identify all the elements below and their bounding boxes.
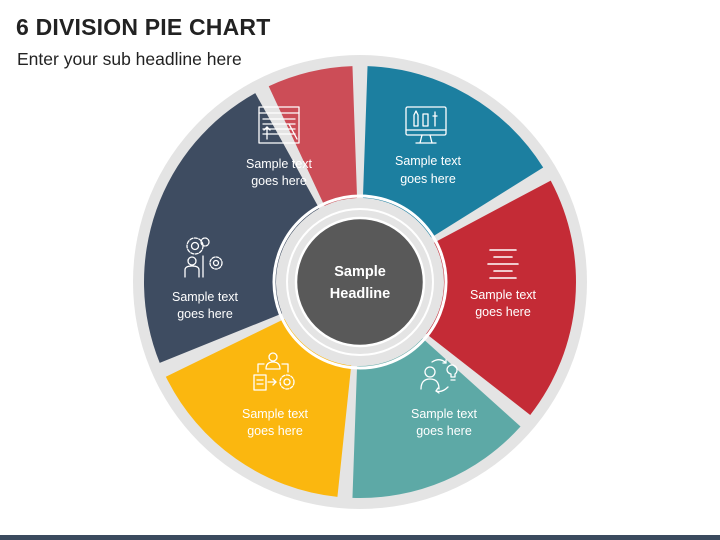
- segment-bottom-right: [352, 338, 521, 498]
- workflow-gear-icon: [253, 352, 295, 391]
- brain-gears-icon: [184, 237, 223, 278]
- hub-label-line1: Sample: [334, 264, 386, 280]
- bottom-accent-bar: [0, 535, 720, 540]
- segment-top-right-text-1: Sample text: [395, 154, 462, 168]
- inner-gap-ring: [272, 194, 448, 370]
- segment-left-text-2: goes here: [177, 307, 233, 321]
- segment-top-left: [268, 66, 358, 206]
- page-title: 6 DIVISION PIE CHART: [16, 14, 271, 40]
- window-blinds-icon: [258, 106, 300, 144]
- segment-top-right-text-2: goes here: [400, 172, 456, 186]
- segment-right-text-1: Sample text: [470, 288, 537, 302]
- segment-bottom-right-text-2: goes here: [416, 424, 472, 438]
- hub-circle: [294, 216, 426, 348]
- segment-left-text-1: Sample text: [172, 290, 239, 304]
- segment-bottom-right-text-1: Sample text: [411, 407, 478, 421]
- segment-bottom-left: [165, 318, 352, 497]
- segment-right-text-2: goes here: [475, 305, 531, 319]
- segment-bottom-left-text-1: Sample text: [242, 407, 309, 421]
- design-monitor-icon: [405, 106, 447, 144]
- segment-bottom-left-text-2: goes here: [247, 424, 303, 438]
- segment-top-right: [362, 66, 544, 238]
- text-align-lines-icon: [487, 249, 519, 279]
- segment-top-left-text-2: goes here: [251, 174, 307, 188]
- page-subtitle: Enter your sub headline here: [17, 49, 242, 69]
- segment-top-left-text-1: Sample text: [246, 157, 313, 171]
- hub-label-line2: Headline: [330, 286, 390, 302]
- person-idea-cycle-icon: [420, 359, 458, 394]
- segment-right: [426, 180, 576, 415]
